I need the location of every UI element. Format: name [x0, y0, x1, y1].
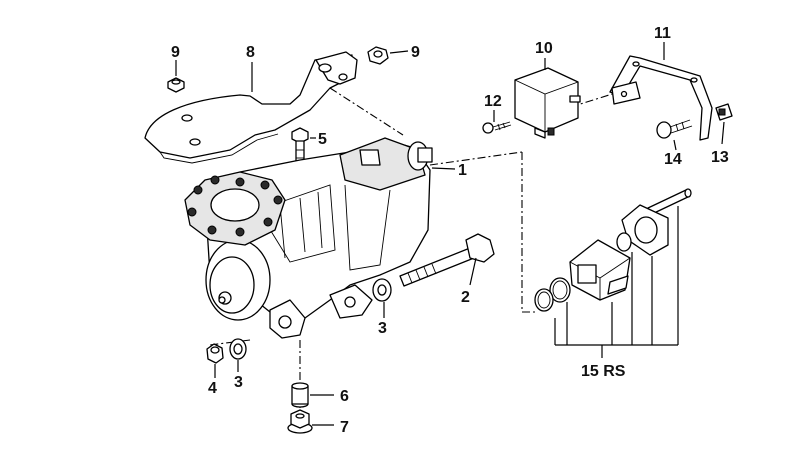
callout-13: 13 — [711, 149, 729, 166]
screw-part-14 — [656, 119, 693, 139]
washer-part-3-left — [229, 338, 247, 360]
callout-15-rs: 15 RS — [581, 363, 626, 380]
callout-3-right: 3 — [378, 320, 387, 337]
nut-part-4 — [206, 343, 224, 364]
repair-set-part-15 — [534, 188, 692, 312]
callout-5: 5 — [318, 131, 327, 148]
callout-14: 14 — [664, 151, 682, 168]
leader-lines — [175, 42, 725, 426]
callout-3-left: 3 — [234, 374, 243, 391]
callout-10: 10 — [535, 40, 553, 57]
nut-part-9-left — [167, 77, 185, 93]
mounting-bracket-part-11 — [609, 55, 713, 141]
clip-nut-part-13 — [715, 103, 733, 121]
screw-part-12 — [482, 121, 512, 134]
callout-6: 6 — [340, 388, 349, 405]
callout-9-right: 9 — [411, 44, 420, 61]
callout-4: 4 — [208, 380, 217, 397]
callout-labels: 1 2 3 3 4 5 6 7 8 9 9 10 11 12 13 14 15 … — [171, 25, 729, 436]
nut-part-9-right — [367, 46, 389, 65]
long-bolt-part-2 — [399, 233, 495, 287]
callout-12: 12 — [484, 93, 502, 110]
callout-1: 1 — [458, 162, 467, 179]
flange-nut-part-7 — [287, 409, 313, 434]
bracket-plate-part-8 — [144, 51, 358, 164]
bushing-part-6 — [291, 382, 309, 408]
washer-part-3-right — [372, 278, 392, 302]
steering-gear-part-1 — [184, 137, 433, 339]
callout-11: 11 — [654, 25, 671, 42]
callout-2: 2 — [461, 289, 470, 306]
callout-7: 7 — [340, 419, 349, 436]
callout-8: 8 — [246, 44, 255, 61]
callout-9-left: 9 — [171, 44, 180, 61]
control-unit-part-10 — [514, 67, 581, 139]
